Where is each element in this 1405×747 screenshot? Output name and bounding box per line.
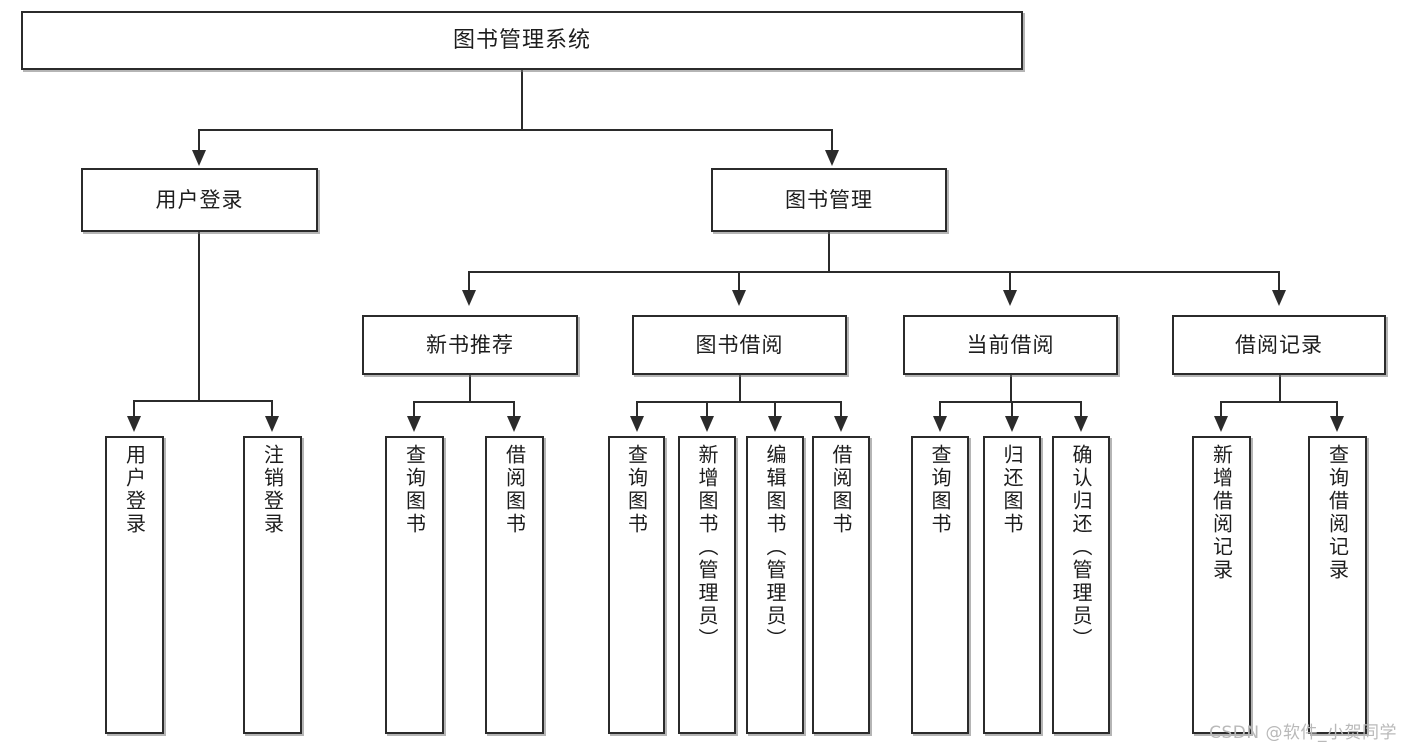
node-borrowing-record[interactable]: 借阅记录 bbox=[1172, 315, 1386, 375]
node-label: 新增借阅记录 bbox=[1209, 444, 1234, 582]
arrow-to-leaf-logout bbox=[265, 416, 279, 432]
node-leaf-query-borrow-record[interactable]: 查询借阅记录 bbox=[1308, 436, 1367, 734]
node-leaf-borrow-book-2[interactable]: 借阅图书 bbox=[812, 436, 870, 734]
arrow-to-leaf-return-book bbox=[1005, 416, 1019, 432]
connector-level2-drop-user-login bbox=[198, 129, 200, 153]
node-leaf-logout[interactable]: 注销登录 bbox=[243, 436, 302, 734]
connector-new-book-rec-drop-2 bbox=[513, 401, 515, 418]
node-label: 查询借阅记录 bbox=[1325, 444, 1350, 582]
node-new-book-recommendation[interactable]: 新书推荐 bbox=[362, 315, 578, 375]
node-label: 查询图书 bbox=[928, 444, 952, 536]
node-leaf-confirm-return-admin[interactable]: 确认归还（管理员） bbox=[1052, 436, 1110, 734]
arrow-to-leaf-borrow-book-2 bbox=[834, 416, 848, 432]
arrow-to-leaf-add-book bbox=[700, 416, 714, 432]
node-leaf-query-book-1[interactable]: 查询图书 bbox=[385, 436, 444, 734]
connector-new-book-rec-stem bbox=[469, 375, 471, 402]
arrow-to-new-book-rec bbox=[462, 290, 476, 306]
node-leaf-return-book[interactable]: 归还图书 bbox=[983, 436, 1041, 734]
connector-root-stem bbox=[521, 70, 523, 130]
arrow-to-leaf-borrow-book-1 bbox=[507, 416, 521, 432]
node-label: 借阅记录 bbox=[1235, 332, 1323, 357]
connector-borrow-record-drop-2 bbox=[1336, 401, 1338, 418]
node-label: 新增图书（管理员） bbox=[695, 444, 719, 651]
arrow-to-leaf-query-book-1 bbox=[407, 416, 421, 432]
node-current-borrowing[interactable]: 当前借阅 bbox=[903, 315, 1118, 375]
arrow-to-book-borrow bbox=[732, 290, 746, 306]
connector-level3-drop-book-borrow bbox=[738, 271, 740, 293]
connector-current-borrow-stem bbox=[1010, 375, 1012, 402]
node-user-login[interactable]: 用户登录 bbox=[81, 168, 318, 232]
connector-book-borrow-drop-3 bbox=[774, 401, 776, 418]
node-label: 借阅图书 bbox=[502, 444, 527, 536]
node-label: 用户登录 bbox=[155, 187, 244, 212]
connector-borrow-record-bus bbox=[1220, 401, 1337, 403]
node-leaf-query-book-3[interactable]: 查询图书 bbox=[911, 436, 969, 734]
watermark-text: CSDN @软件_小贺同学 bbox=[1209, 723, 1397, 743]
node-label: 查询图书 bbox=[624, 444, 649, 536]
connector-user-login-drop-1 bbox=[133, 400, 135, 418]
node-label: 图书管理系统 bbox=[452, 27, 591, 53]
connector-book-borrow-drop-4 bbox=[840, 401, 842, 418]
node-root-book-management-system[interactable]: 图书管理系统 bbox=[21, 11, 1023, 70]
node-leaf-add-book-admin[interactable]: 新增图书（管理员） bbox=[678, 436, 736, 734]
arrow-to-leaf-confirm-return bbox=[1074, 416, 1088, 432]
connector-user-login-stem bbox=[198, 232, 200, 401]
connector-book-borrow-stem bbox=[739, 375, 741, 402]
node-label: 注销登录 bbox=[260, 444, 285, 536]
connector-level3-drop-new-book-rec bbox=[468, 271, 470, 293]
node-label: 借阅图书 bbox=[829, 444, 853, 536]
connector-borrow-record-drop-1 bbox=[1220, 401, 1222, 418]
arrow-to-borrow-record bbox=[1272, 290, 1286, 306]
node-label: 归还图书 bbox=[1000, 444, 1024, 536]
connector-current-borrow-drop-2 bbox=[1011, 401, 1013, 418]
node-label: 当前借阅 bbox=[966, 332, 1055, 357]
node-label: 确认归还（管理员） bbox=[1069, 444, 1093, 651]
connector-new-book-rec-drop-1 bbox=[413, 401, 415, 418]
connector-book-borrow-bus bbox=[636, 401, 841, 403]
connector-borrow-record-stem bbox=[1279, 375, 1281, 402]
connector-new-book-rec-bus bbox=[413, 401, 514, 403]
arrow-to-leaf-add-record bbox=[1214, 416, 1228, 432]
connector-level2-drop-book-manage bbox=[831, 129, 833, 153]
node-label: 用户登录 bbox=[122, 444, 147, 536]
arrow-to-leaf-edit-book bbox=[768, 416, 782, 432]
node-book-borrowing[interactable]: 图书借阅 bbox=[632, 315, 847, 375]
connector-book-borrow-drop-1 bbox=[636, 401, 638, 418]
node-leaf-query-book-2[interactable]: 查询图书 bbox=[608, 436, 665, 734]
arrow-to-user-login bbox=[192, 150, 206, 166]
connector-level3-drop-current-borrow bbox=[1009, 271, 1011, 293]
connector-current-borrow-bus bbox=[939, 401, 1082, 403]
connector-user-login-drop-2 bbox=[271, 400, 273, 418]
connector-level3-drop-borrow-record bbox=[1278, 271, 1280, 293]
node-leaf-add-borrow-record[interactable]: 新增借阅记录 bbox=[1192, 436, 1251, 734]
arrow-to-leaf-query-book-3 bbox=[933, 416, 947, 432]
node-label: 编辑图书（管理员） bbox=[763, 444, 787, 651]
connector-user-login-bus bbox=[133, 400, 271, 402]
node-leaf-borrow-book-1[interactable]: 借阅图书 bbox=[485, 436, 544, 734]
arrow-to-leaf-user-login bbox=[127, 416, 141, 432]
arrow-to-current-borrow bbox=[1003, 290, 1017, 306]
arrow-to-leaf-query-book-2 bbox=[630, 416, 644, 432]
connector-level3-bus bbox=[468, 271, 1280, 273]
arrow-to-book-manage bbox=[825, 150, 839, 166]
connector-book-borrow-drop-2 bbox=[706, 401, 708, 418]
node-book-management[interactable]: 图书管理 bbox=[711, 168, 947, 232]
node-label: 新书推荐 bbox=[426, 332, 514, 357]
node-leaf-user-login[interactable]: 用户登录 bbox=[105, 436, 164, 734]
node-label: 图书借阅 bbox=[695, 332, 784, 357]
connector-book-manage-stem bbox=[828, 232, 830, 272]
connector-current-borrow-drop-1 bbox=[939, 401, 941, 418]
connector-level2-bus bbox=[198, 129, 833, 131]
node-leaf-edit-book-admin[interactable]: 编辑图书（管理员） bbox=[746, 436, 804, 734]
node-label: 查询图书 bbox=[402, 444, 427, 536]
arrow-to-leaf-query-record bbox=[1330, 416, 1344, 432]
connector-current-borrow-drop-3 bbox=[1080, 401, 1082, 418]
node-label: 图书管理 bbox=[785, 187, 873, 212]
